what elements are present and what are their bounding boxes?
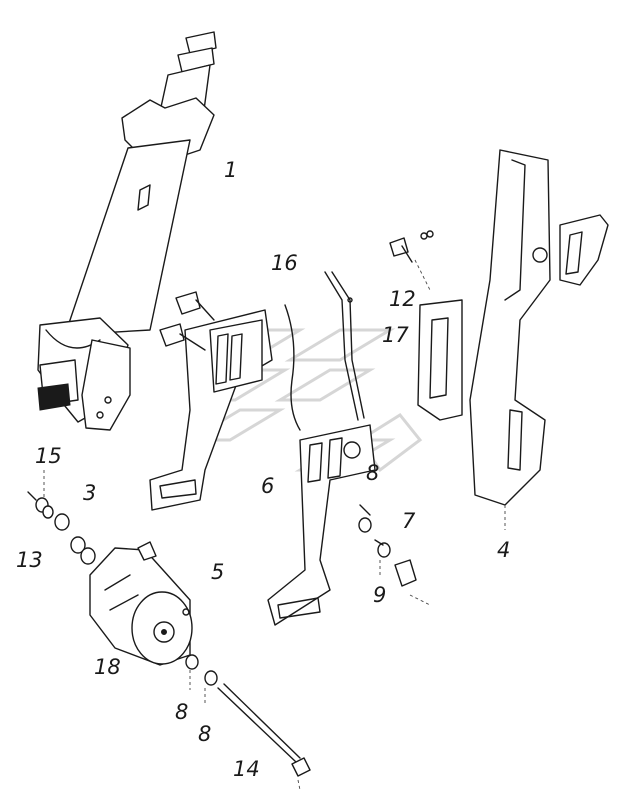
callout-18: 18 [94, 655, 121, 679]
washers-right [358, 504, 431, 606]
callout-14: 14 [233, 757, 260, 781]
callout-16: 16 [271, 251, 298, 275]
long-bolt [185, 654, 311, 791]
wire-rod [284, 304, 301, 431]
callout-9: 9 [373, 583, 387, 607]
callout-5: 5 [211, 560, 225, 584]
callout-13: 13 [16, 548, 43, 572]
callout-12: 12 [389, 287, 416, 311]
washers-left [27, 470, 96, 565]
callout-17: 17 [382, 323, 409, 347]
callout-6: 6 [261, 474, 275, 498]
callout-7: 7 [402, 509, 416, 533]
bolts-upper [159, 230, 434, 351]
center-plate [267, 271, 376, 626]
callout-8-lower: 8 [198, 722, 212, 746]
callout-8-middle: 8 [175, 700, 189, 724]
left-mounting-plate [149, 309, 273, 511]
callout-3: 3 [83, 481, 97, 505]
mounting-bracket [417, 149, 609, 506]
steering-column-shaft [37, 31, 217, 431]
callout-15: 15 [35, 444, 62, 468]
callout-8-upper: 8 [366, 461, 380, 485]
callout-4: 4 [497, 538, 511, 562]
callout-1: 1 [224, 158, 238, 182]
motor-unit [89, 541, 193, 666]
leader-lines [379, 259, 506, 575]
